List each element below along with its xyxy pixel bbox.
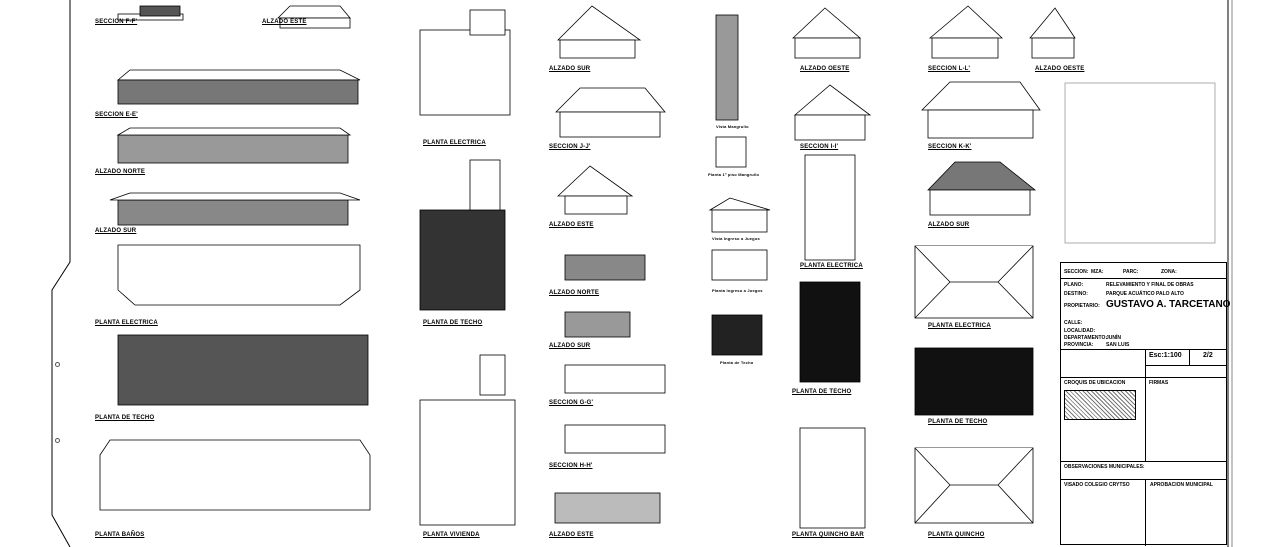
binding-hole — [55, 438, 60, 443]
drawing-label: PLANTA DE TECHO — [928, 419, 988, 425]
drawing-label: ALZADO ESTE — [549, 222, 594, 228]
drawing-label: ALZADO SUR — [95, 228, 137, 234]
mza-label: MZA: — [1091, 269, 1104, 275]
localidad-label: LOCALIDAD: — [1064, 328, 1096, 334]
seccion-label: SECCION: — [1064, 269, 1089, 275]
drawing-label: ALZADO NORTE — [549, 290, 600, 296]
drawing-label: SECCION H-H' — [549, 463, 593, 469]
drawing-label: PLANTA ELECTRICA — [95, 320, 158, 326]
drawings — [99, 5, 1216, 529]
drawing-label: ALZADO SUR — [928, 222, 970, 228]
provincia-label: PROVINCIA: — [1064, 342, 1094, 348]
binding-hole — [55, 362, 60, 367]
drawing-label: SECCION E-E' — [95, 112, 138, 118]
drawing-label: SECCION K-K' — [928, 144, 972, 150]
drawing-label: Planta de Techo — [720, 360, 754, 365]
drawing-label: Planta Ingreso a Juegos — [712, 288, 763, 293]
aprobacion-label: APROBACION MUNICIPAL — [1150, 482, 1213, 488]
location-sketch — [1064, 390, 1136, 420]
drawing-label: Planta 1º piso Mangrullo — [708, 172, 760, 177]
destino-value: PARQUE ACUÁTICO PALO ALTO — [1106, 291, 1184, 297]
croquis-label: CROQUIS DE UBICACION — [1064, 380, 1126, 386]
drawing-label: PLANTA ELECTRICA — [800, 263, 863, 269]
drawing-label: ALZADO SUR — [549, 66, 591, 72]
drawing-label: PLANTA DE TECHO — [792, 389, 852, 395]
visado-label: VISADO COLEGIO CRYTSO — [1064, 482, 1130, 488]
propietario-label: PROPIETARIO: — [1064, 303, 1100, 309]
drawing-label: PLANTA QUINCHO BAR — [792, 532, 864, 538]
drawing-label: SECCION J-J' — [549, 144, 591, 150]
drawing-label: ALZADO OESTE — [800, 66, 850, 72]
departamento-value: JUNÍN — [1106, 335, 1122, 341]
escala-value: Esc:1:100 — [1149, 352, 1182, 359]
drawing-label: PLANTA ELECTRICA — [423, 140, 486, 146]
plano-value: RELEVAMIENTO Y FINAL DE OBRAS — [1106, 282, 1194, 288]
hoja-value: 2/2 — [1203, 352, 1213, 359]
drawing-label: PLANTA DE TECHO — [423, 320, 483, 326]
drawing-label: PLANTA BAÑOS — [95, 532, 145, 538]
drawing-label: PLANTA VIVIENDA — [423, 532, 480, 538]
title-block: SECCION: MZA: PARC: ZONA: PLANO: RELEVAM… — [1060, 262, 1231, 546]
drawing-label: PLANTA ELECTRICA — [928, 323, 991, 329]
drawing-label: ALZADO NORTE — [95, 169, 146, 175]
plano-label: PLANO: — [1064, 282, 1084, 288]
observaciones-label: OBSERVACIONES MUNICIPALES: — [1064, 464, 1145, 470]
drawing-label: ALZADO ESTE — [549, 532, 594, 538]
drawing-label: SECCION G-G' — [549, 400, 594, 406]
drawing-label: ALZADO OESTE — [1035, 66, 1085, 72]
destino-label: DESTINO: — [1064, 291, 1088, 297]
parc-label: PARC: — [1123, 269, 1139, 275]
drawing-label: ALZADO ESTE — [262, 19, 307, 25]
drawing-label: Vista Mangrullo — [716, 124, 749, 129]
drawing-label: PLANTA DE TECHO — [95, 415, 155, 421]
drawing-label: SECCION L-L' — [928, 66, 971, 72]
drawing-label: SECCION I-I' — [800, 144, 839, 150]
zona-label: ZONA: — [1161, 269, 1177, 275]
firmas-label: FIRMAS — [1149, 380, 1169, 386]
calle-label: CALLE: — [1064, 320, 1083, 326]
provincia-value: SAN LUIS — [1106, 342, 1130, 348]
propietario-value: GUSTAVO A. TARCETANO — [1106, 299, 1231, 310]
drawing-label: ALZADO SUR — [549, 343, 591, 349]
sheet-border-left — [51, 0, 71, 547]
drawing-label: Vista Ingreso a Juegos — [712, 236, 760, 241]
drawing-label: PLANTA QUINCHO — [928, 532, 985, 538]
departamento-label: DEPARTAMENTO: — [1064, 335, 1108, 341]
drawing-label: SECCION F-F' — [95, 19, 138, 25]
